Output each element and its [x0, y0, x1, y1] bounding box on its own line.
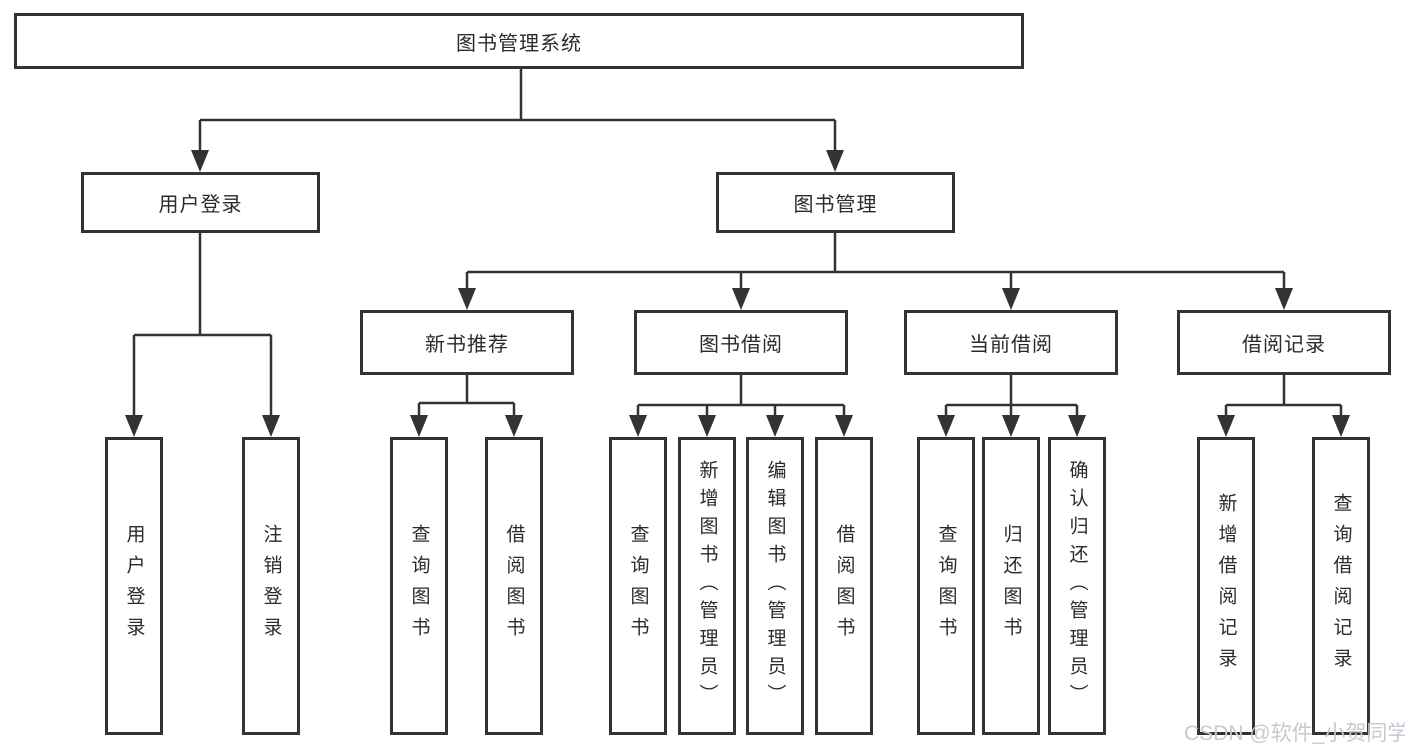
leaf-label: 借阅图书 — [833, 524, 855, 648]
leaf-label: 查询图书 — [408, 524, 430, 648]
leaf-label: 注销登录 — [260, 524, 282, 648]
leaf-borrow-books: 借阅图书 — [815, 437, 873, 735]
node-book-borrowing: 图书借阅 — [634, 310, 848, 375]
leaf-add-borrow-record: 新增借阅记录 — [1197, 437, 1255, 735]
leaf-add-book-admin: 新增图书（管理员） — [678, 437, 736, 735]
leaf-user-login: 用户登录 — [105, 437, 163, 735]
node-label: 图书借阅 — [699, 334, 783, 356]
watermark: CSDN @软件_小贺同学 — [1184, 722, 1405, 745]
leaf-query-books-current: 查询图书 — [917, 437, 975, 735]
leaf-edit-book-admin: 编辑图书（管理员） — [746, 437, 804, 735]
leaf-confirm-return-admin: 确认归还（管理员） — [1048, 437, 1106, 735]
arrowheads — [125, 150, 1350, 437]
node-new-book-recommendation: 新书推荐 — [360, 310, 574, 375]
node-library-management-system: 图书管理系统 — [14, 13, 1024, 69]
leaf-label: 查询借阅记录 — [1330, 493, 1352, 679]
node-current-borrowing: 当前借阅 — [904, 310, 1118, 375]
leaf-label: 确认归还（管理员） — [1066, 460, 1088, 712]
leaf-label: 查询图书 — [935, 524, 957, 648]
node-label: 新书推荐 — [425, 334, 509, 356]
leaf-label: 编辑图书（管理员） — [764, 460, 786, 712]
node-label: 借阅记录 — [1242, 334, 1326, 356]
leaf-label: 新增借阅记录 — [1215, 493, 1237, 679]
node-label: 用户登录 — [158, 194, 243, 216]
leaf-borrow-books-recommend: 借阅图书 — [485, 437, 543, 735]
leaf-return-book: 归还图书 — [982, 437, 1040, 735]
leaf-label: 归还图书 — [1000, 524, 1022, 648]
leaf-label: 借阅图书 — [503, 524, 525, 648]
node-borrowing-records: 借阅记录 — [1177, 310, 1391, 375]
leaf-logout: 注销登录 — [242, 437, 300, 735]
node-book-management: 图书管理 — [716, 172, 955, 233]
node-label: 图书管理 — [793, 194, 878, 216]
node-label: 当前借阅 — [969, 334, 1053, 356]
node-label: 图书管理系统 — [456, 32, 582, 55]
leaf-query-books-recommend: 查询图书 — [390, 437, 448, 735]
leaf-query-borrow-record: 查询借阅记录 — [1312, 437, 1370, 735]
leaf-query-books-borrow: 查询图书 — [609, 437, 667, 735]
leaf-label: 查询图书 — [627, 524, 649, 648]
leaf-label: 新增图书（管理员） — [696, 460, 718, 712]
leaf-label: 用户登录 — [123, 524, 145, 648]
node-user-login: 用户登录 — [81, 172, 320, 233]
